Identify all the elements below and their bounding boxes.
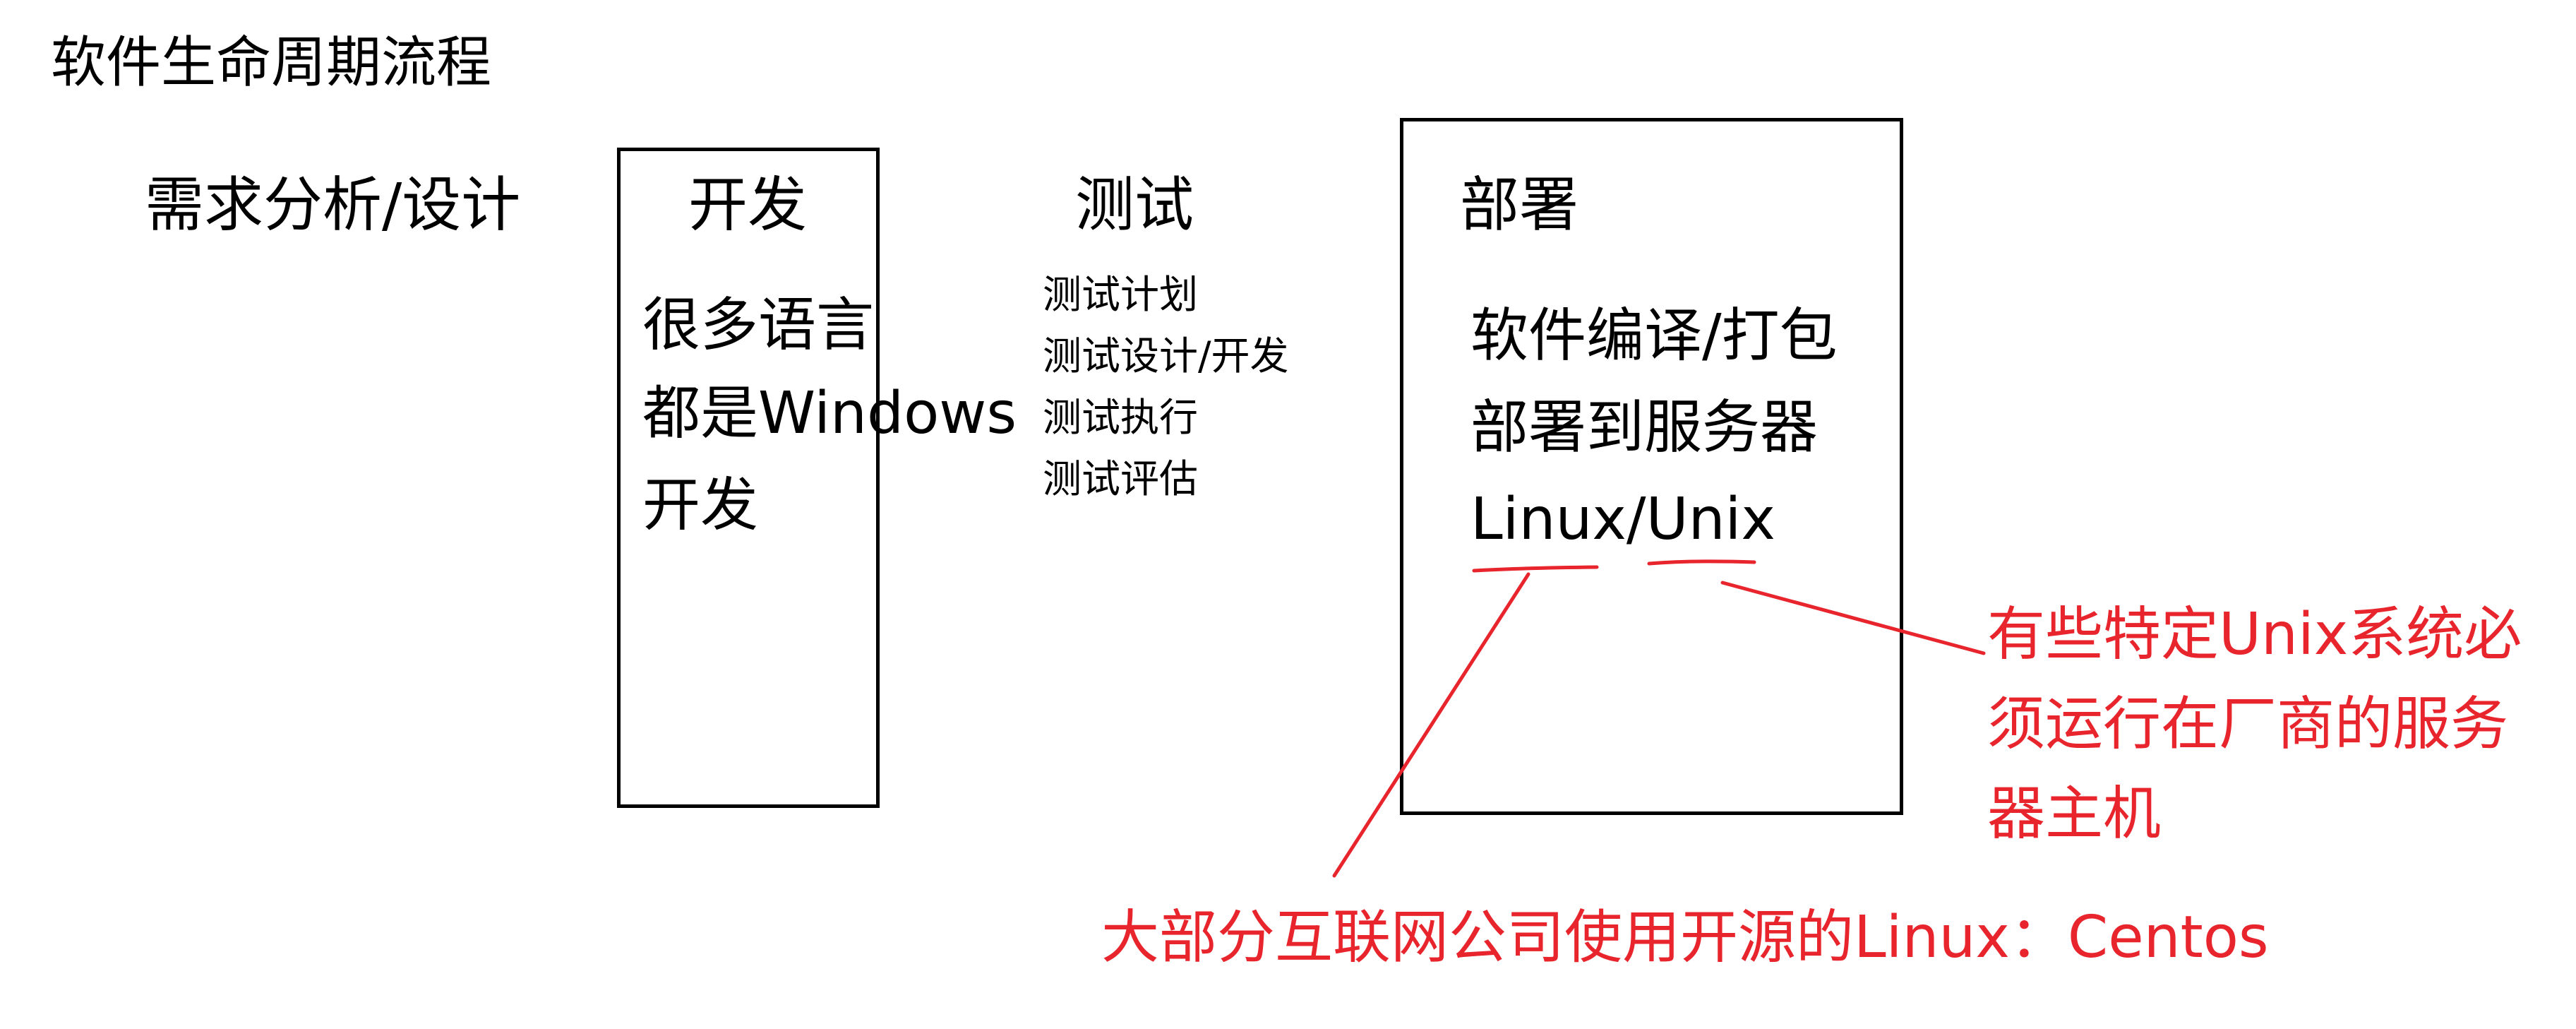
arrow-to-unix-note — [1720, 581, 1986, 655]
linux-note: 大部分互联网公司使用开源的Linux：Centos — [1101, 904, 2269, 971]
deployment-line-3: Linux/Unix — [1470, 486, 1775, 553]
testing-item-design: 测试设计/开发 — [1043, 333, 1289, 379]
arrow-to-linux-note — [1332, 572, 1530, 878]
development-line-2: 都是Windows — [642, 380, 1017, 447]
stage-requirements-label: 需求分析/设计 — [145, 170, 521, 239]
underline-linux — [1472, 565, 1599, 573]
testing-item-execution: 测试执行 — [1043, 395, 1199, 440]
deployment-line-2: 部署到服务器 — [1470, 394, 1819, 461]
diagram-title: 软件生命周期流程 — [51, 31, 492, 95]
deployment-line-1: 软件编译/打包 — [1470, 302, 1838, 369]
testing-item-plan: 测试计划 — [1043, 272, 1199, 317]
underline-unix — [1647, 559, 1756, 566]
unix-note-line-2: 须运行在厂商的服务 — [1987, 691, 2509, 758]
stage-development-label: 开发 — [688, 170, 808, 239]
unix-note-line-1: 有些特定Unix系统必 — [1987, 601, 2522, 668]
stage-testing-label: 测试 — [1075, 170, 1194, 239]
unix-note-line-3: 器主机 — [1987, 780, 2162, 847]
testing-item-evaluation: 测试评估 — [1043, 456, 1199, 501]
stage-deployment-box — [1400, 118, 1903, 815]
development-line-1: 很多语言 — [642, 292, 875, 359]
stage-development-box — [617, 148, 880, 808]
stage-deployment-label: 部署 — [1460, 170, 1579, 239]
development-line-3: 开发 — [642, 472, 759, 539]
